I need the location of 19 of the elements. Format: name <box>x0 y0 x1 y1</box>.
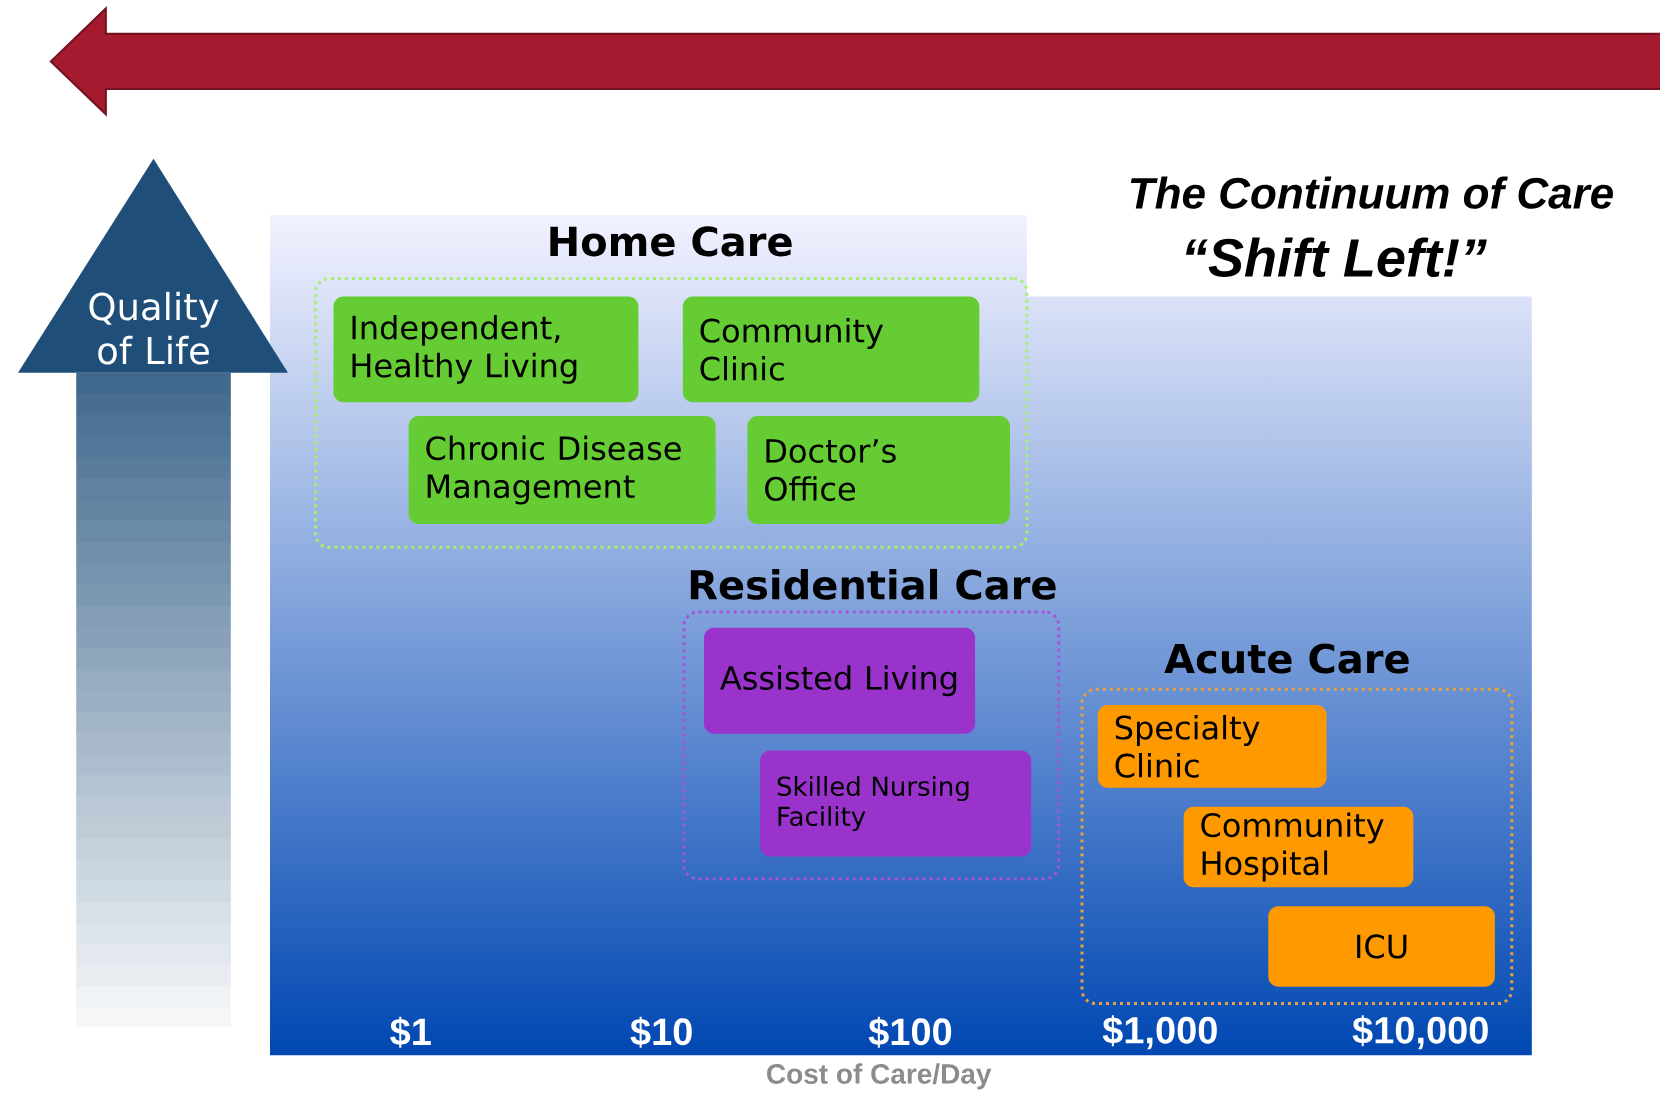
care-box: Community Clinic <box>682 296 980 403</box>
care-box: Specialty Clinic <box>1097 705 1327 788</box>
care-box: Chronic Disease Management <box>408 416 716 525</box>
axis-title: Cost of Care/Day <box>767 1063 992 1090</box>
axis-tick-label: $100 <box>868 1016 952 1048</box>
axis-tick-label: $1,000 <box>1102 1015 1217 1050</box>
node-label: Acute Care <box>1164 643 1409 674</box>
axis-tick-label: $10 <box>630 1016 692 1048</box>
care-box: Doctor’s Office <box>747 416 1010 525</box>
node-label: Home Care <box>550 226 792 257</box>
care-box: Assisted Living <box>704 627 976 734</box>
care-box: Community Hospital <box>1183 806 1414 888</box>
axis-tick-label: $1 <box>390 1016 431 1048</box>
care-box: ICU <box>1268 906 1495 987</box>
slogan: “Shift Left!” <box>1185 237 1487 278</box>
care-box: Skilled Nursing Facility <box>760 750 1032 857</box>
title: The Continuum of Care <box>1130 176 1613 209</box>
care-box: Independent, Healthy Living <box>333 296 639 403</box>
node-label: Residential Care <box>690 568 1056 600</box>
